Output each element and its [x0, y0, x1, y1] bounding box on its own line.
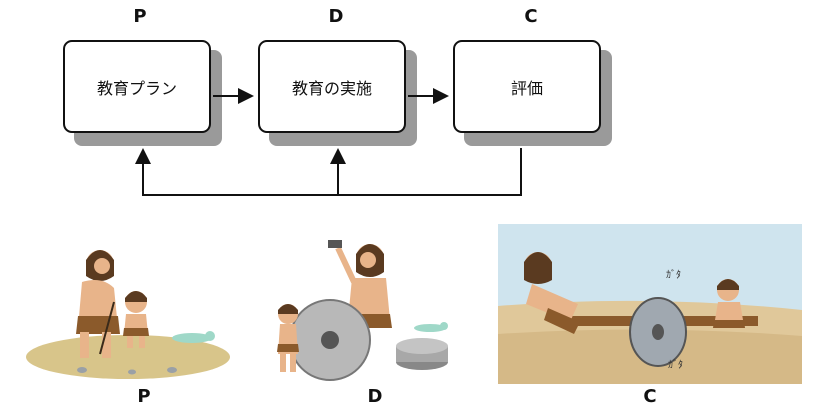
box-check-label: 評価	[510, 78, 543, 98]
top-label-p: P	[133, 6, 147, 27]
top-label-d: D	[328, 6, 344, 27]
box-do: 教育の実施	[258, 40, 406, 133]
box-check: 評価	[453, 40, 601, 133]
top-label-c: C	[524, 6, 538, 27]
caveman-carving-stone-wheel-icon	[277, 240, 448, 381]
bottom-label-p: P	[137, 386, 151, 407]
illustration-p	[22, 232, 234, 382]
feedback-line	[135, 148, 522, 196]
box-do-label: 教育の実施	[291, 78, 372, 98]
caveman-father-teaching-child-icon	[26, 250, 230, 379]
illustration-d	[262, 228, 472, 382]
bottom-label-c: C	[643, 386, 657, 407]
box-plan-label: 教育プラン	[96, 78, 177, 98]
cart-sound-effect-2: ｶﾞﾀ	[668, 360, 683, 371]
box-plan: 教育プラン	[63, 40, 211, 133]
illustration-c: ｶﾞﾀ ｶﾞﾀ	[498, 224, 802, 384]
cavemen-riding-broken-cart-icon	[498, 252, 802, 384]
bottom-label-d: D	[367, 386, 383, 407]
cart-sound-effect-1: ｶﾞﾀ	[666, 270, 681, 281]
